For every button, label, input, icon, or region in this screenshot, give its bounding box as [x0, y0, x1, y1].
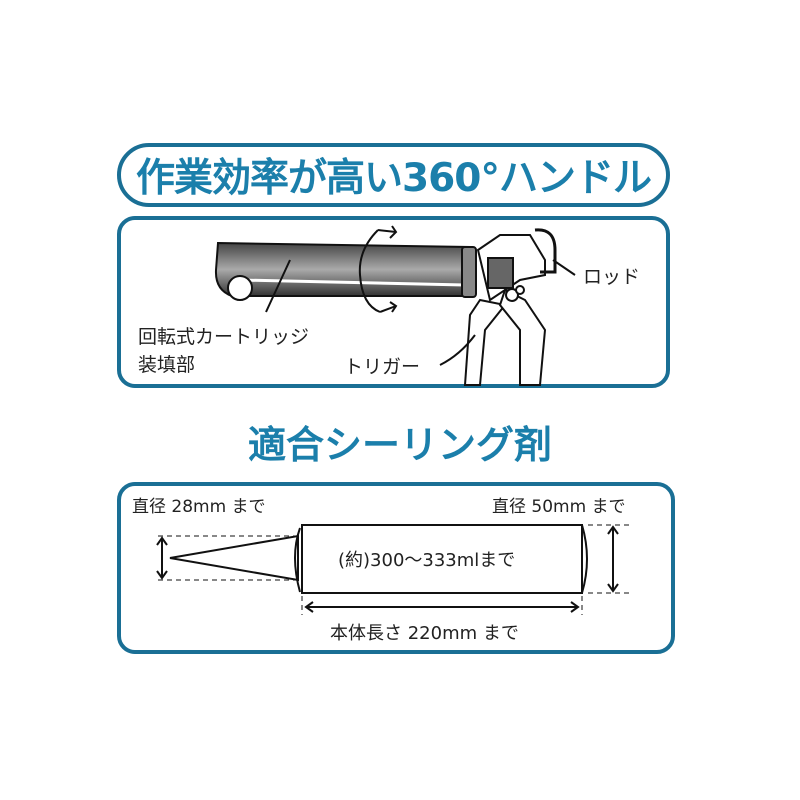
cartridge-holder: [214, 241, 477, 301]
gun-frame: [463, 228, 557, 386]
compatible-sealant-heading: 適合シーリング剤: [247, 423, 552, 467]
title-banner: 作業効率が高い360°ハンドル: [117, 143, 670, 207]
rotation-arrow-icon: [358, 225, 398, 313]
sealant-spec-panel: [117, 482, 675, 654]
leader-lines: [265, 259, 576, 366]
body-length-label: 本体長さ 220mm まで: [330, 623, 519, 644]
rod-label: ロッド: [583, 266, 641, 288]
cartridge-label: 回転式カートリッジ: [138, 326, 310, 348]
volume-label: (約)300〜333mlまで: [338, 550, 516, 571]
cartridge-label-line2: 装填部: [138, 354, 196, 376]
handle-diagram-panel: [117, 216, 670, 388]
title: 作業効率が高い360°ハンドル: [136, 156, 652, 201]
trigger-label: トリガー: [344, 356, 421, 378]
sealant-cartridge-drawing: [156, 524, 630, 615]
body-diameter-label: 直径 50mm まで: [492, 497, 626, 517]
dimension-arrow-icon: [156, 525, 619, 613]
nozzle-diameter-label: 直径 28mm まで: [132, 497, 266, 517]
